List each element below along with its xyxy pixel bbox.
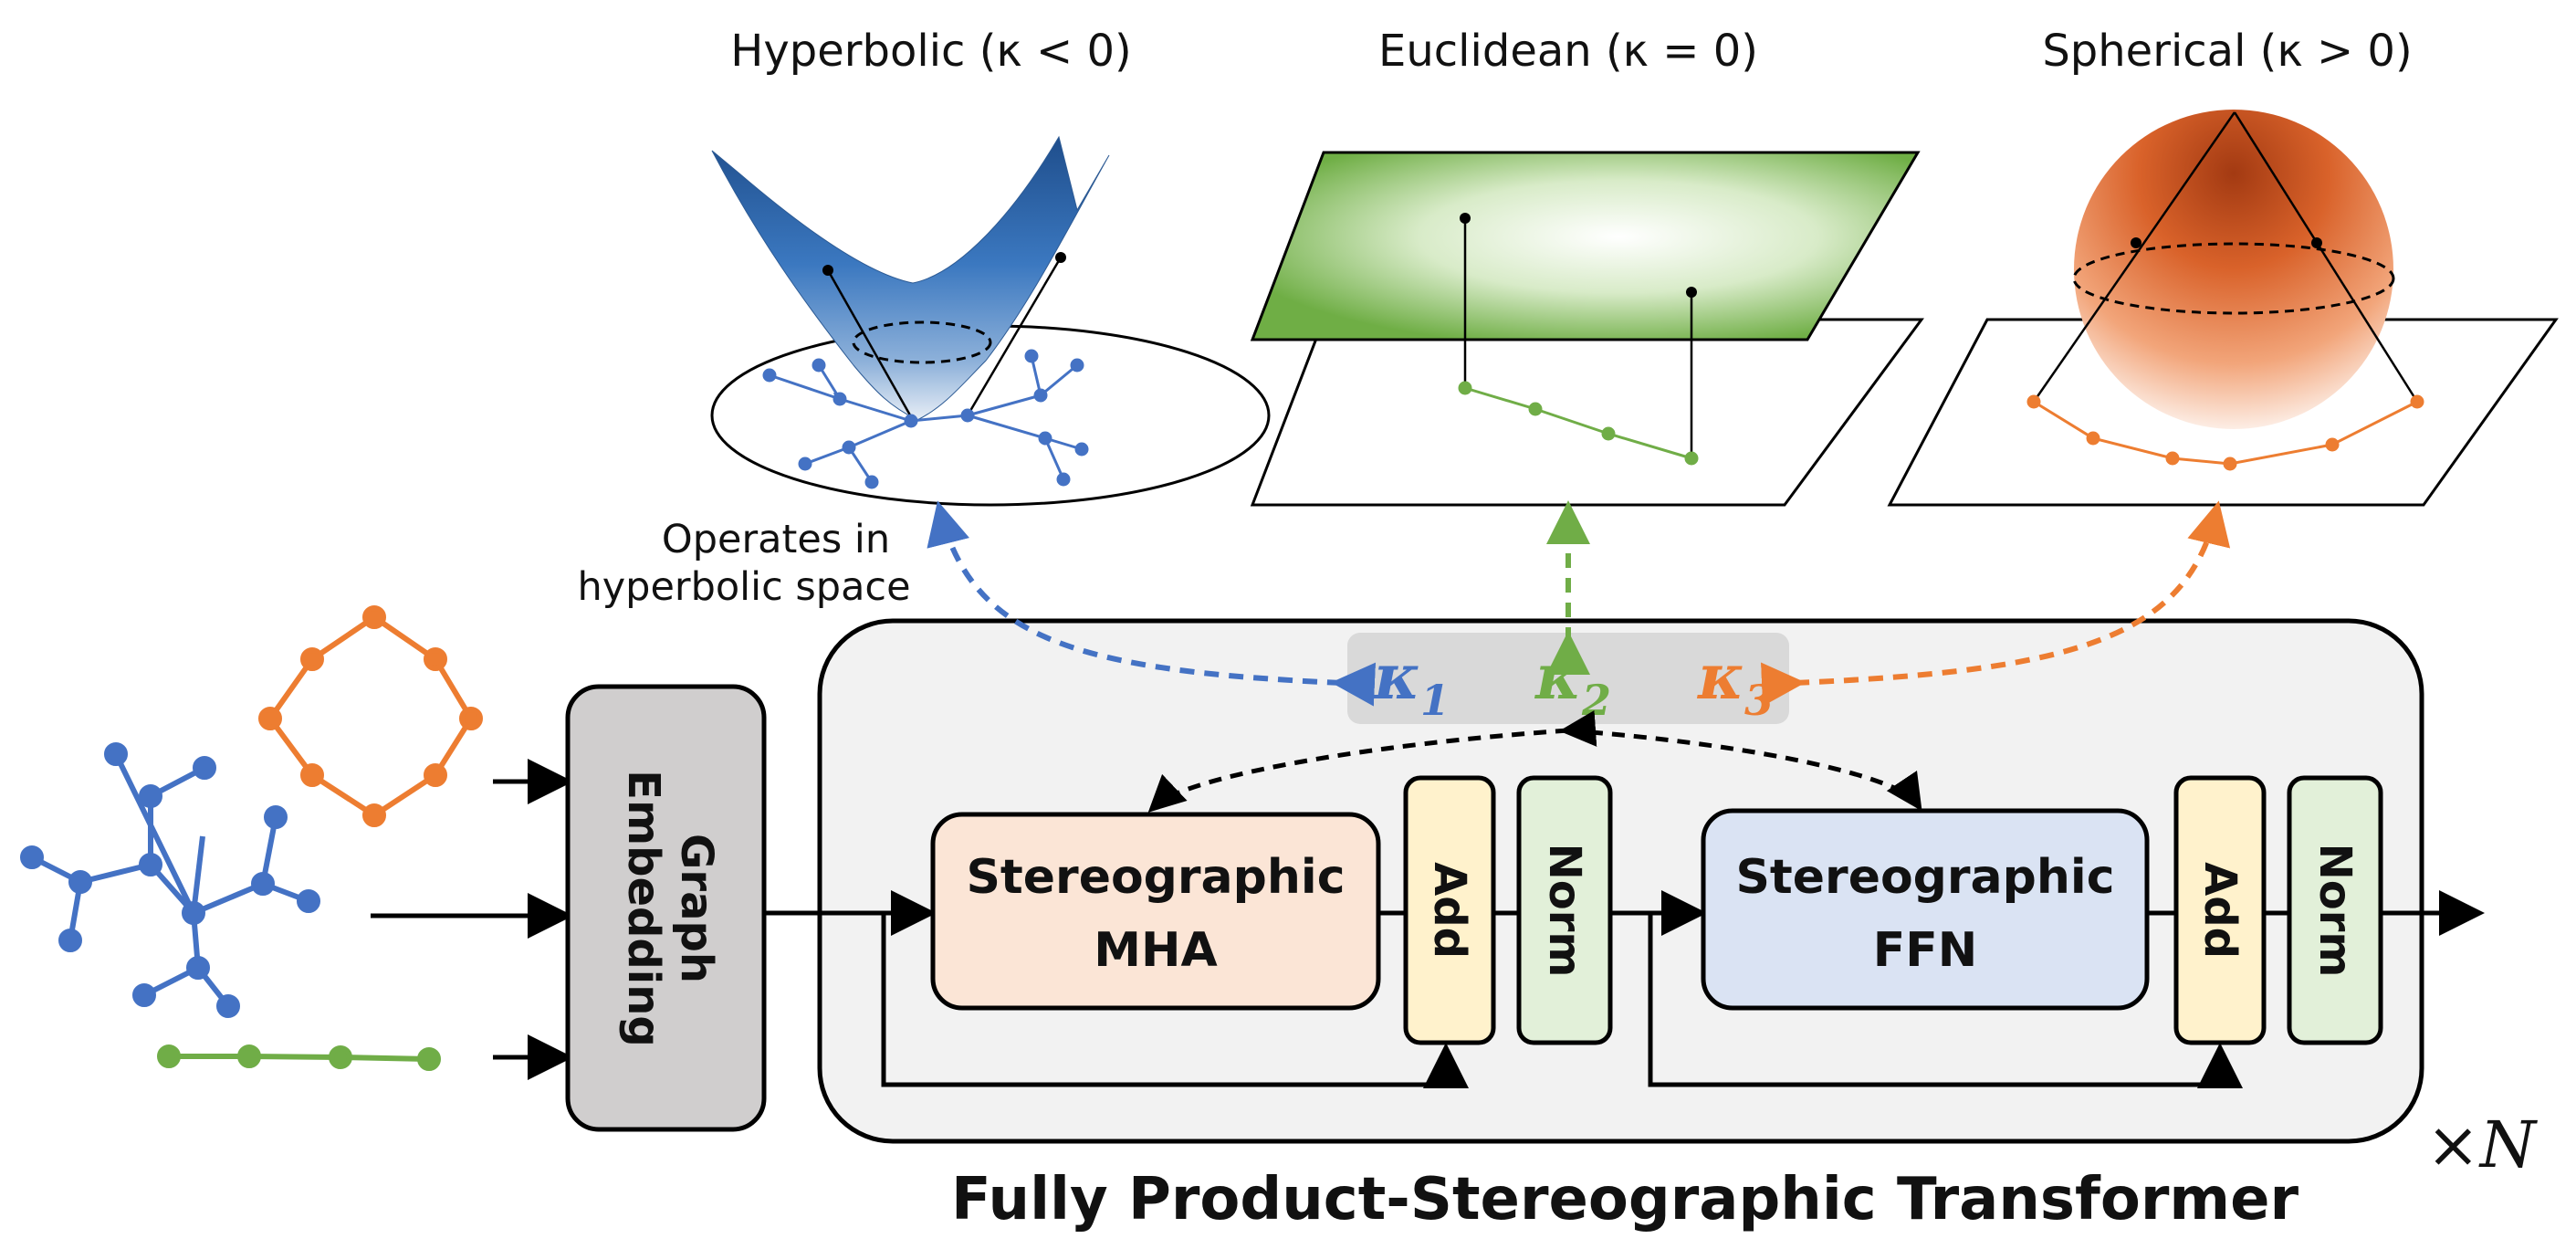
euclidean-point <box>1686 287 1697 298</box>
add-label-1: Add <box>1424 862 1475 959</box>
norm-block-2 <box>2287 775 2383 1045</box>
graph-embedding-label: Graph Embedding <box>618 770 722 1046</box>
euclidean-base-plane <box>1250 318 1924 507</box>
hyperbolic-point <box>822 265 833 276</box>
blue-dashed-arrow <box>927 500 1377 707</box>
spherical-illustration <box>1887 110 2559 507</box>
norm-label-2: Norm <box>2309 844 2361 978</box>
orange-dashed-arrow <box>1761 500 2231 707</box>
sphere-point <box>2131 237 2141 248</box>
mha-line2: MHA <box>1094 923 1218 978</box>
input-orange-cycle <box>258 605 483 827</box>
kappa-to-mha-arrow <box>1147 709 1597 813</box>
norm-label-1: Norm <box>1539 844 1590 978</box>
spherical-cycle <box>2026 394 2424 471</box>
euclidean-path <box>1458 381 1699 466</box>
sphere-dashed-equator <box>2072 242 2395 315</box>
annotation-line1: Operates in <box>662 517 890 562</box>
hyperbolic-tree <box>762 349 1089 489</box>
add-label-2: Add <box>2194 862 2246 959</box>
mha-line1: Stereographic <box>966 850 1345 905</box>
sphere-point <box>2311 237 2322 248</box>
norm-block-1 <box>1516 775 1613 1045</box>
euclidean-title: Euclidean (κ = 0) <box>1378 26 1758 77</box>
add-block-2 <box>2173 775 2267 1045</box>
ffn-line1: Stereographic <box>1735 850 2114 905</box>
sphere <box>2074 110 2393 429</box>
input-green-path <box>157 1044 441 1071</box>
kappa-3: κ3 <box>1696 641 1774 725</box>
add-block-1 <box>1403 775 1496 1045</box>
annotation-line2: hyperbolic space <box>577 564 910 610</box>
euclidean-point <box>1460 213 1471 224</box>
residual-1 <box>881 913 1469 1088</box>
spherical-title: Spherical (κ > 0) <box>2042 26 2412 77</box>
kappa-box <box>1347 633 1789 724</box>
graph-embedding-block <box>565 684 767 1132</box>
hyperbolic-title: Hyperbolic (κ < 0) <box>730 26 1131 77</box>
kappa-to-ffn-arrow <box>1567 728 1922 812</box>
input-blue-tree <box>20 742 320 1018</box>
stereographic-ffn-block <box>1701 808 2150 1011</box>
residual-2 <box>1648 913 2243 1088</box>
graph-embedding-line1: Graph <box>671 834 722 983</box>
euclidean-illustration <box>1250 151 1924 507</box>
ffn-line2: FFN <box>1873 923 1978 978</box>
euclidean-plane <box>1250 151 1921 341</box>
stereographic-mha-block <box>930 812 1381 1011</box>
hyperbolic-point <box>1055 252 1066 263</box>
graph-embedding-line2: Embedding <box>618 770 669 1046</box>
hyperbolic-illustration <box>710 135 1271 507</box>
hyperbolic-dashed-ring <box>852 320 992 364</box>
caption: Fully Product-Stereographic Transformer <box>951 1166 2299 1233</box>
repeat-label: ×N <box>2426 1107 2539 1182</box>
